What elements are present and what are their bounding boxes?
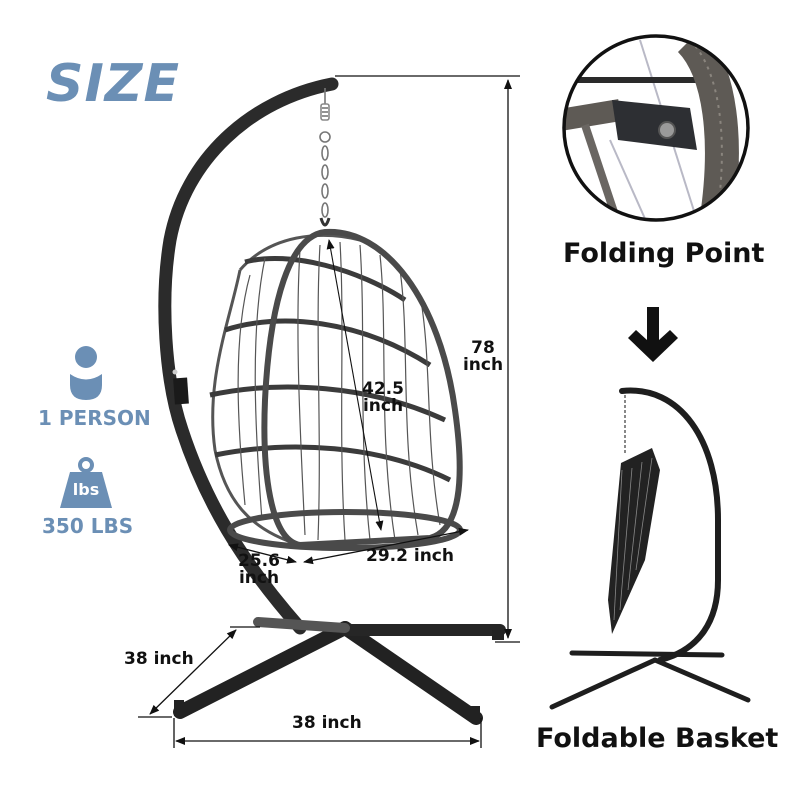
folded-chair-illustration — [549, 387, 751, 710]
basket-width-dimension: 29.2 inch — [366, 546, 454, 566]
person-icon — [70, 346, 102, 400]
basket-depth-dimension: 25.6 inch — [234, 553, 284, 587]
basket-height-dimension: 42.5 inch — [358, 381, 408, 415]
egg-basket — [209, 228, 463, 551]
total-height-dimension: 78 inch — [458, 340, 508, 374]
hanging-chain — [319, 88, 331, 227]
foldable-basket-caption: Foldable Basket — [536, 723, 779, 754]
basket-depth-unit: inch — [238, 568, 280, 588]
weight-icon — [60, 457, 112, 508]
folding-point-detail — [562, 34, 750, 222]
folding-point-caption: Folding Point — [563, 238, 765, 269]
total-height-value: 78 — [471, 338, 495, 358]
basket-height-value: 42.5 — [362, 379, 404, 399]
capacity-label: 1 PERSON — [38, 406, 151, 430]
basket-height-unit: inch — [362, 396, 404, 416]
down-arrow-icon — [628, 307, 678, 362]
dimension-lines — [138, 75, 520, 748]
base-depth-dimension: 38 inch — [124, 649, 194, 669]
page-title: SIZE — [46, 54, 181, 114]
total-height-unit: inch — [462, 355, 504, 375]
weight-label: 350 LBS — [42, 514, 134, 538]
basket-depth-value: 25.6 — [238, 551, 280, 571]
weight-icon-text: lbs — [72, 480, 100, 499]
base-width-dimension: 38 inch — [292, 713, 362, 733]
